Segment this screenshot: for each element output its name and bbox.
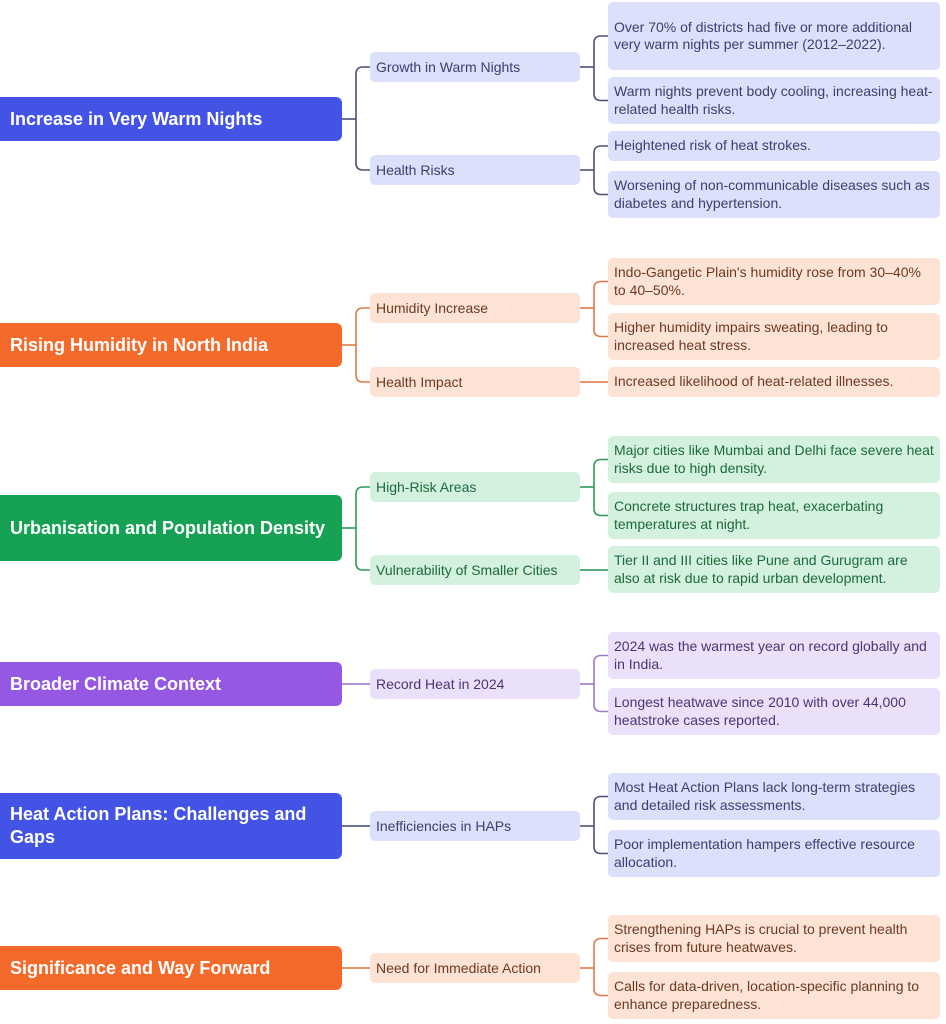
leaf-connector-branch-0: [593, 937, 608, 946]
detail-item-text: Strengthening HAPs is crucial to prevent…: [614, 921, 908, 955]
branch-label-text: Health Impact: [376, 374, 463, 390]
detail-item-text: 2024 was the warmest year on record glob…: [614, 638, 927, 672]
section-title: Urbanisation and Population Density: [0, 495, 342, 561]
leaf-connector-branch-1: [593, 846, 608, 855]
leaf-connector-branch-1: [593, 988, 608, 997]
branch-label: Vulnerability of Smaller Cities: [370, 555, 580, 585]
detail-item-text: Indo-Gangetic Plain's humidity rose from…: [614, 264, 921, 298]
leaf-connector-branch-0: [593, 654, 608, 663]
detail-item: Worsening of non-communicable diseases s…: [608, 171, 940, 218]
section-title: Heat Action Plans: Challenges and Gaps: [0, 793, 342, 859]
detail-item-text: Longest heatwave since 2010 with over 44…: [614, 694, 906, 728]
section-title-text: Significance and Way Forward: [10, 957, 271, 978]
detail-item-text: Over 70% of districts had five or more a…: [614, 18, 913, 53]
branch-label-text: Health Risks: [376, 162, 455, 178]
branch-connector-branch-0: [355, 307, 370, 316]
branch-connector-branch-1: [355, 162, 370, 171]
detail-item: Warm nights prevent body cooling, increa…: [608, 77, 940, 124]
branch-label: Growth in Warm Nights: [370, 52, 580, 82]
branch-connector-branch-1: [355, 562, 370, 571]
detail-item-text: Concrete structures trap heat, exacerbat…: [614, 498, 884, 532]
branch-connector-branch-1: [355, 374, 370, 383]
section-title-text: Urbanisation and Population Density: [10, 517, 326, 538]
branch-label: Need for Immediate Action: [370, 953, 580, 983]
branch-label-text: High-Risk Areas: [376, 479, 477, 495]
detail-item: Most Heat Action Plans lack long-term st…: [608, 773, 940, 820]
detail-item: Major cities like Mumbai and Delhi face …: [608, 436, 940, 483]
detail-item-text: Worsening of non-communicable diseases s…: [614, 177, 930, 211]
section-title: Broader Climate Context: [0, 662, 342, 706]
detail-item: 2024 was the warmest year on record glob…: [608, 632, 940, 679]
branch-label-text: Inefficiencies in HAPs: [376, 818, 512, 834]
branch-label: Humidity Increase: [370, 293, 580, 323]
detail-item-text: Poor implementation hampers effective re…: [614, 836, 915, 870]
detail-item: Concrete structures trap heat, exacerbat…: [608, 492, 940, 539]
detail-item: Strengthening HAPs is crucial to prevent…: [608, 915, 940, 962]
section-title-text: Rising Humidity in North India: [10, 334, 268, 355]
leaf-connector-branch-0: [593, 458, 608, 467]
detail-item-text: Higher humidity impairs sweating, leadin…: [614, 319, 888, 353]
leaf-connector-branch-1: [593, 93, 608, 102]
detail-item: Increased likelihood of heat-related ill…: [608, 367, 940, 397]
section-title-text: Broader Climate Context: [10, 673, 222, 694]
detail-item: Calls for data-driven, location-specific…: [608, 972, 940, 1019]
detail-item: Indo-Gangetic Plain's humidity rose from…: [608, 258, 940, 305]
leaf-connector-branch-0: [593, 145, 608, 154]
detail-item: Longest heatwave since 2010 with over 44…: [608, 688, 940, 735]
detail-item-text: Most Heat Action Plans lack long-term st…: [614, 779, 916, 813]
detail-item-text: Calls for data-driven, location-specific…: [614, 978, 920, 1012]
branch-label: Health Impact: [370, 367, 580, 397]
branch-label: High-Risk Areas: [370, 472, 580, 502]
section-title: Significance and Way Forward: [0, 946, 342, 990]
detail-item-text: Tier II and III cities like Pune and Gur…: [614, 552, 908, 586]
detail-item-text: Heightened risk of heat strokes.: [614, 137, 811, 154]
branch-label-text: Record Heat in 2024: [376, 676, 505, 692]
branch-label: Inefficiencies in HAPs: [370, 811, 580, 841]
leaf-connector-branch-1: [593, 187, 608, 196]
detail-item-text: Warm nights prevent body cooling, increa…: [614, 83, 933, 117]
leaf-connector-branch-1: [593, 508, 608, 517]
branch-label-text: Growth in Warm Nights: [376, 59, 521, 75]
detail-item-text: Increased likelihood of heat-related ill…: [614, 373, 894, 390]
section-title: Increase in Very Warm Nights: [0, 97, 342, 141]
branch-connector-branch-0: [355, 486, 370, 495]
leaf-connector-branch-0: [593, 280, 608, 289]
section-title: Rising Humidity in North India: [0, 323, 342, 367]
branch-label: Record Heat in 2024: [370, 669, 580, 699]
detail-item: Over 70% of districts had five or more a…: [608, 2, 940, 70]
section-title-text: Increase in Very Warm Nights: [10, 108, 263, 129]
branch-label-text: Vulnerability of Smaller Cities: [376, 562, 558, 578]
detail-item: Heightened risk of heat strokes.: [608, 131, 940, 161]
branch-connector-branch-0: [355, 66, 370, 75]
detail-item: Tier II and III cities like Pune and Gur…: [608, 546, 940, 593]
leaf-connector-branch-0: [593, 35, 608, 44]
leaf-connector-branch-0: [593, 795, 608, 804]
section-title-text: Heat Action Plans: Challenges and Gaps: [10, 804, 307, 847]
branch-label-text: Humidity Increase: [376, 300, 489, 316]
branch-label-text: Need for Immediate Action: [376, 960, 541, 976]
detail-item-text: Major cities like Mumbai and Delhi face …: [614, 442, 934, 476]
detail-item: Higher humidity impairs sweating, leadin…: [608, 313, 940, 360]
leaf-connector-branch-1: [593, 329, 608, 338]
branch-label: Health Risks: [370, 155, 580, 185]
detail-item: Poor implementation hampers effective re…: [608, 830, 940, 877]
leaf-connector-branch-1: [593, 704, 608, 713]
